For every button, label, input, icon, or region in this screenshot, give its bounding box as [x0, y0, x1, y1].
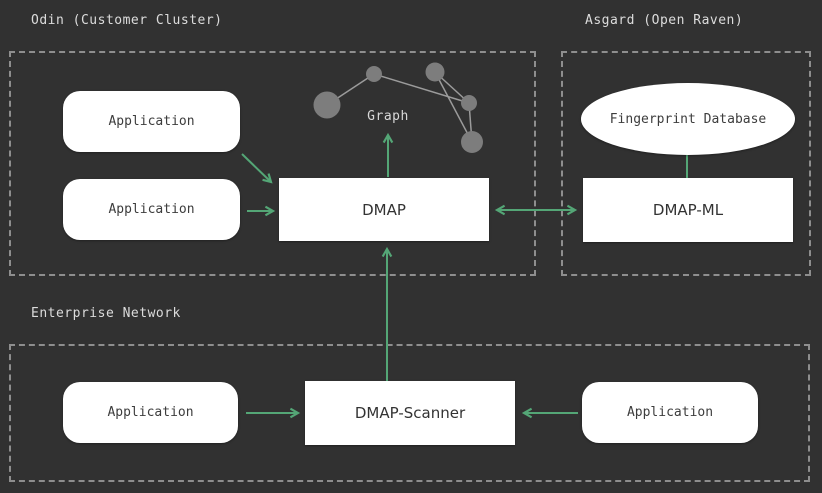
enterprise-cluster-title: Enterprise Network	[31, 306, 181, 321]
application-node-odin-top: Application	[63, 91, 240, 152]
application-node-label: Application	[626, 405, 714, 420]
application-node-label: Application	[108, 202, 195, 217]
dmap-ml-node-label: DMAP-ML	[652, 201, 724, 219]
asgard-cluster-boundary	[561, 51, 811, 276]
enterprise-cluster-boundary	[9, 344, 810, 482]
application-node-enterprise-left: Application	[63, 382, 238, 443]
dmap-node: DMAP	[279, 178, 489, 241]
application-node-label: Application	[108, 114, 195, 129]
odin-cluster-title: Odin (Customer Cluster)	[31, 13, 223, 28]
fingerprint-database-label: Fingerprint Database	[609, 111, 767, 127]
odin-cluster-boundary	[9, 51, 536, 276]
dmap-node-label: DMAP	[362, 200, 406, 219]
application-node-odin-bottom: Application	[63, 179, 240, 240]
dmap-ml-node: DMAP-ML	[583, 178, 793, 242]
asgard-cluster-title: Asgard (Open Raven)	[585, 13, 744, 28]
dmap-scanner-node-label: DMAP-Scanner	[354, 404, 466, 422]
dmap-scanner-node: DMAP-Scanner	[305, 381, 515, 445]
graph-label: Graph	[367, 109, 409, 124]
fingerprint-database-node: Fingerprint Database	[581, 83, 795, 155]
application-node-enterprise-right: Application	[582, 382, 758, 443]
application-node-label: Application	[107, 405, 194, 420]
